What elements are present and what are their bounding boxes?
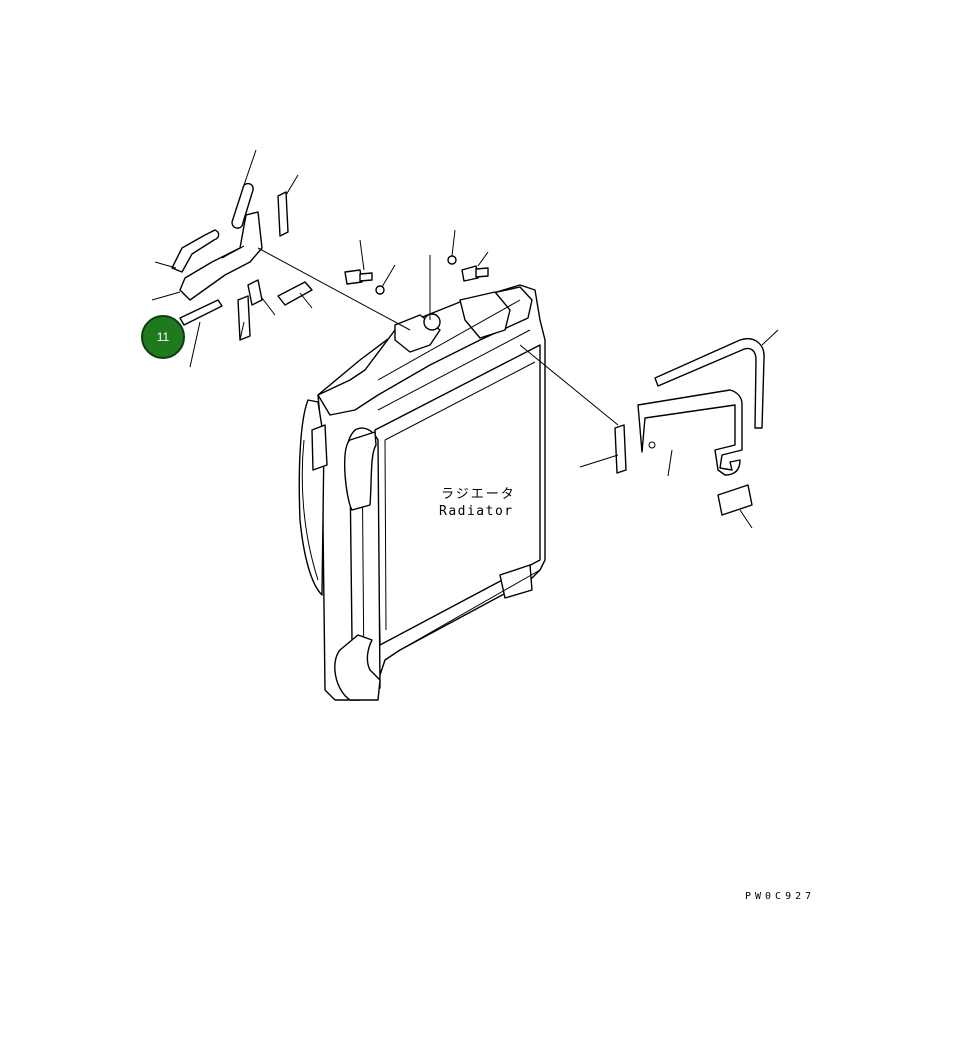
radiator-assembly [298,284,546,701]
bolt-parts [344,255,489,320]
radiator-label-en: Radiator [439,504,514,519]
left-bracket-parts [171,182,411,341]
callout-11-number: 11 [157,330,170,344]
callout-11-badge[interactable]: 11 [141,315,185,359]
drawing-code: PW0C927 [745,891,815,902]
radiator-label-jp: ラジエータ [441,487,516,502]
leader-lines [151,149,779,529]
right-bracket-parts [519,338,765,516]
